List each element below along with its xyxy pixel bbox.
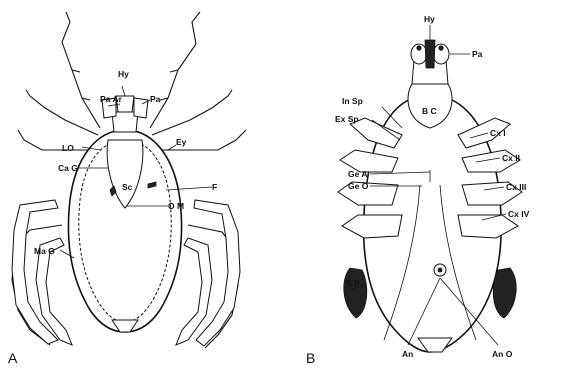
label-ey: Ey xyxy=(176,137,187,147)
label-cx2: Cx II xyxy=(502,153,520,163)
label-om: O M xyxy=(168,201,184,211)
label-lo: LO xyxy=(62,143,74,153)
label-cx1: Cx I xyxy=(490,128,506,138)
label-f: F xyxy=(212,182,217,192)
label-pa-ar: Pa Ar xyxy=(100,94,123,104)
dorsal-view-drawing xyxy=(12,12,246,348)
label-sc: Sc xyxy=(122,182,133,192)
label-ma-g: Ma G xyxy=(34,246,55,256)
panel-label-a: A xyxy=(8,350,18,366)
label-bc: B C xyxy=(422,106,437,116)
label-ex-sp: Ex Sp xyxy=(335,114,359,124)
label-cx4: Cx IV xyxy=(508,209,530,219)
label-sp: S P xyxy=(346,278,360,288)
label-in-sp: In Sp xyxy=(342,96,363,106)
label-hy-a: Hy xyxy=(118,69,129,79)
label-pa-a: Pa xyxy=(150,94,161,104)
label-an-o: An O xyxy=(492,349,513,359)
label-hy-b: Hy xyxy=(424,14,435,24)
label-ge-a: Ge A xyxy=(348,169,368,179)
label-ge-o: Ge O xyxy=(348,181,369,191)
label-cx3: Cx III xyxy=(506,182,526,192)
label-ca-g: Ca G xyxy=(58,163,78,173)
label-an: An xyxy=(402,349,413,359)
panel-label-b: B xyxy=(306,350,315,366)
label-pa-b: Pa xyxy=(472,49,483,59)
